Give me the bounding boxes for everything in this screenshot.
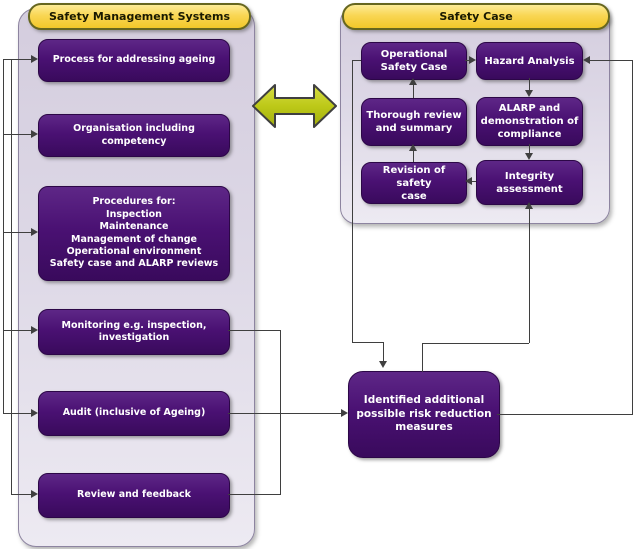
connector-into-organisation <box>3 134 31 135</box>
sc-box-label: Integrity assessment <box>496 170 563 195</box>
safety-case-panel-title: Safety Case <box>439 10 513 23</box>
connector-osc-elbow <box>352 342 383 343</box>
sms-box-review-feedback: Review and feedback <box>38 473 230 518</box>
sc-box-revision-of-safety-case: Revision of safety case <box>361 162 467 204</box>
connector-output-elbow <box>422 343 529 344</box>
connector-into-integrity <box>529 209 530 343</box>
arrowhead-into-hazard-analysis <box>583 56 590 64</box>
arrowhead-integrity-to-revision <box>465 177 472 185</box>
connector-into-audit <box>3 413 31 414</box>
connector-merge-vertical <box>280 330 281 495</box>
sms-box-procedures: Procedures for: Inspection Maintenance M… <box>38 186 230 281</box>
connector-osc-down <box>352 60 353 343</box>
arrowhead-into-monitoring <box>31 326 38 334</box>
sc-box-label: Hazard Analysis <box>484 55 575 67</box>
connector-ha-to-alarp <box>529 78 530 90</box>
sms-box-monitoring: Monitoring e.g. inspection, investigatio… <box>38 309 230 355</box>
arrowhead-ha-to-alarp <box>525 90 533 97</box>
arrowhead-into-review <box>31 490 38 498</box>
sms-box-audit: Audit (inclusive of Ageing) <box>38 391 230 436</box>
sms-box-label: Audit (inclusive of Ageing) <box>62 407 206 419</box>
arrowhead-into-integrity <box>525 202 533 209</box>
connector-into-hazard-analysis <box>590 60 632 61</box>
sms-box-organisation-competency: Organisation including competency <box>38 114 230 157</box>
connector-left-trunk-2 <box>11 59 12 495</box>
double-arrow-icon <box>252 84 337 128</box>
connector-review-out <box>228 494 281 495</box>
sms-box-label: Procedures for: Inspection Maintenance M… <box>49 196 219 270</box>
arrowhead-osc-to-ha <box>469 56 476 64</box>
connector-into-monitoring <box>3 330 31 331</box>
connector-thorough-to-osc <box>413 85 414 98</box>
arrowhead-alarp-to-integrity <box>525 153 533 160</box>
connector-alarp-to-integrity <box>529 144 530 153</box>
connector-osc-into-output <box>383 342 384 361</box>
sc-box-operational-safety-case: Operational Safety Case <box>361 42 467 80</box>
sms-box-label: Process for addressing ageing <box>52 54 216 66</box>
arrowhead-into-audit <box>31 409 38 417</box>
sc-box-label: Operational Safety Case <box>380 49 448 73</box>
connector-monitoring-out <box>228 330 281 331</box>
connector-audit-to-output <box>228 413 341 414</box>
safety-case-panel-header: Safety Case <box>342 3 610 30</box>
sms-box-label: Monitoring e.g. inspection, investigatio… <box>61 319 207 343</box>
arrowhead-into-organisation <box>31 130 38 138</box>
sc-box-thorough-review: Thorough review and summary <box>361 98 467 146</box>
sms-panel-title: Safety Management Systems <box>48 10 231 23</box>
connector-output-right <box>497 414 632 415</box>
output-box-label: Identified additional possible risk redu… <box>356 394 492 434</box>
sc-box-integrity-assessment: Integrity assessment <box>476 160 583 205</box>
arrowhead-revision-to-thorough <box>409 144 417 151</box>
sc-box-alarp-compliance: ALARP and demonstration of compliance <box>476 97 583 146</box>
sms-box-label: Organisation including competency <box>73 123 195 147</box>
connector-osc-to-ha <box>465 60 469 61</box>
connector-into-procedures <box>3 232 31 233</box>
connector-into-review <box>11 494 31 495</box>
sms-box-process-for-addressing-ageing: Process for addressing ageing <box>38 39 230 82</box>
arrowhead-thorough-to-osc <box>409 78 417 85</box>
connector-osc-left <box>352 60 361 61</box>
output-box-identified-measures: Identified additional possible risk redu… <box>348 371 500 458</box>
sms-panel-header: Safety Management Systems <box>28 3 251 30</box>
arrowhead-into-output-top <box>379 361 387 368</box>
arrowhead-into-procedures <box>31 228 38 236</box>
sms-box-label: Review and feedback <box>77 489 191 501</box>
arrowhead-into-output-left <box>341 409 348 417</box>
sc-box-label: Thorough review and summary <box>366 110 462 134</box>
connector-into-process <box>3 59 31 60</box>
connector-revision-to-thorough <box>413 151 414 162</box>
connector-integrity-to-revision <box>472 181 476 182</box>
sc-box-label: ALARP and demonstration of compliance <box>480 103 579 140</box>
connector-left-trunk-1 <box>3 59 4 414</box>
connector-right-loop-up <box>632 60 633 415</box>
sc-box-hazard-analysis: Hazard Analysis <box>476 42 583 80</box>
connector-output-up <box>422 343 423 372</box>
sc-box-label: Revision of safety case <box>382 164 446 202</box>
arrowhead-into-process <box>31 55 38 63</box>
